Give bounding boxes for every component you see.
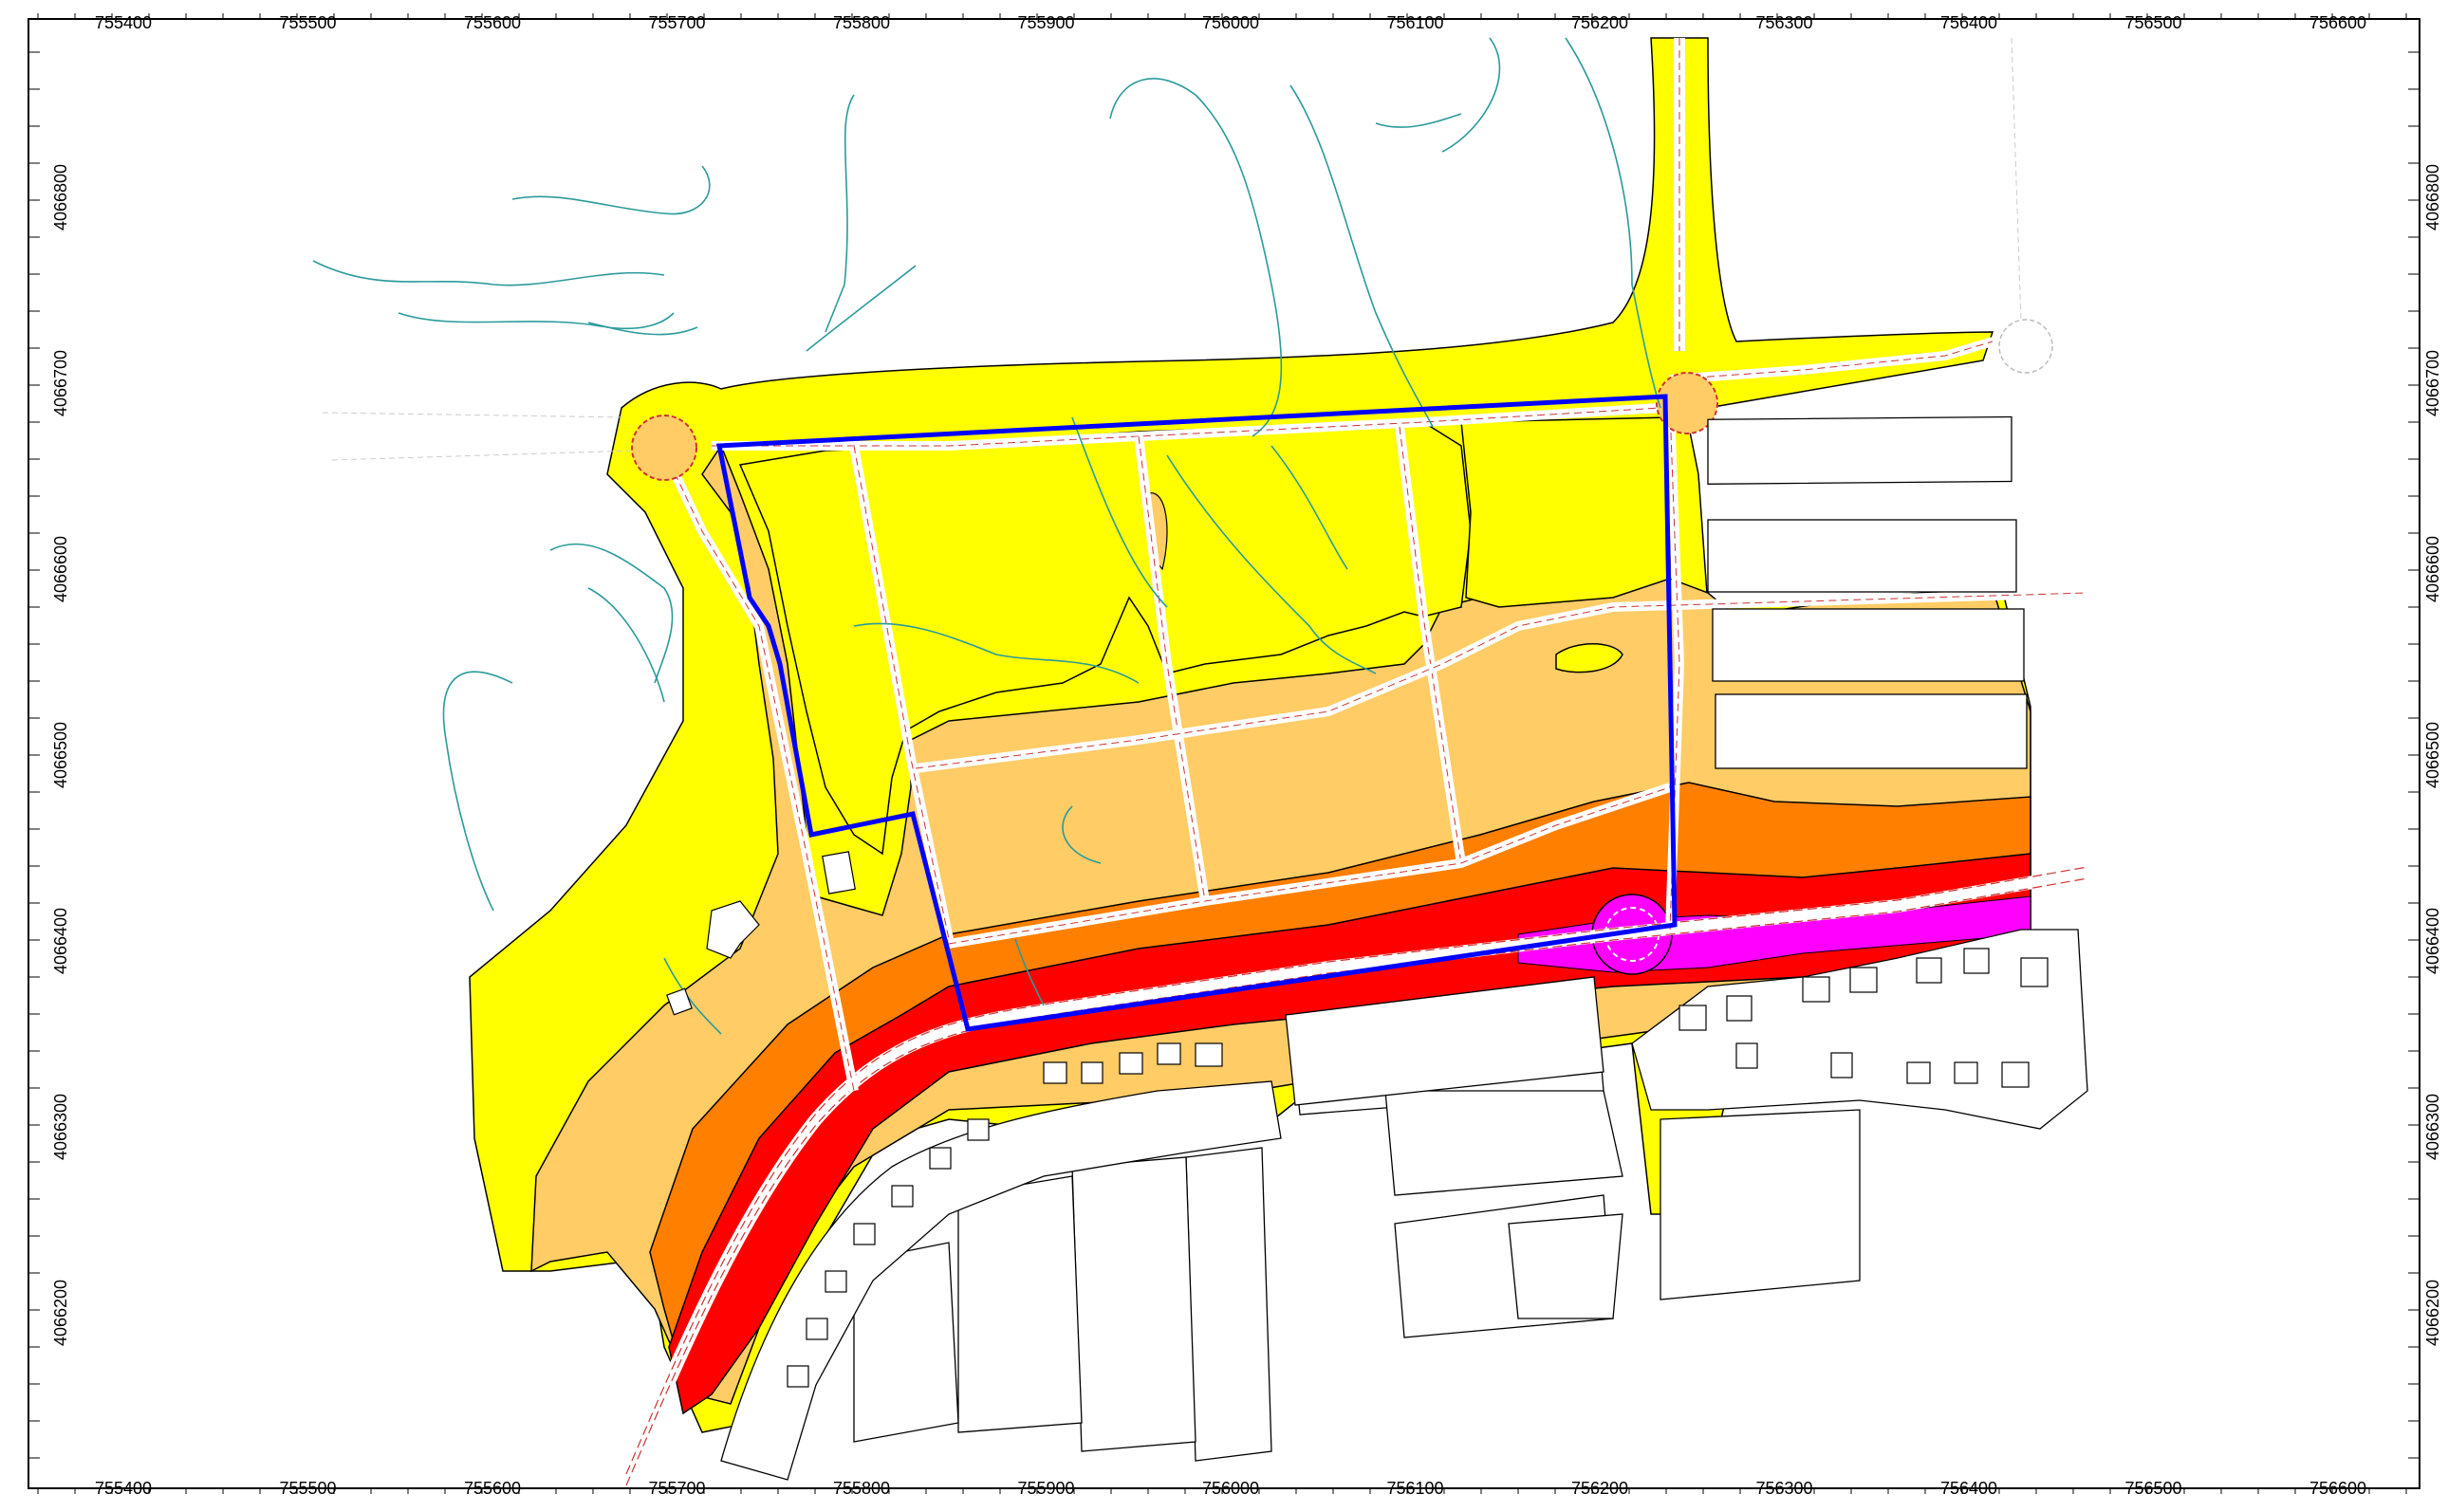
x-axis-top: 755400 755500 755600 755700 755800 755900 7560… bbox=[95, 13, 2366, 32]
x-tick-label: 755900 bbox=[1017, 13, 1074, 32]
y-tick-label: 4066400 bbox=[51, 908, 70, 974]
x-tick-label: 756200 bbox=[1571, 13, 1628, 32]
x-tick-label: 756100 bbox=[1386, 1479, 1443, 1498]
y-tick-label: 4066300 bbox=[51, 1094, 70, 1160]
x-tick-label: 756200 bbox=[1571, 1479, 1628, 1498]
x-axis-bottom: 755400 755500 755600 755700 755800 755900 7560… bbox=[95, 1479, 2366, 1498]
y-tick-label: 4066700 bbox=[51, 350, 70, 416]
x-tick-label: 756100 bbox=[1386, 13, 1443, 32]
internal-roads bbox=[322, 37, 2088, 1092]
x-tick-label: 756300 bbox=[1755, 1479, 1812, 1498]
x-tick-label: 755700 bbox=[648, 1479, 705, 1498]
x-tick-label: 756000 bbox=[1202, 1479, 1259, 1498]
main-road-edge-2 bbox=[625, 877, 2088, 1486]
y-tick-label: 4066600 bbox=[51, 536, 70, 602]
project-boundary bbox=[715, 394, 1678, 1032]
y-tick-label: 4066700 bbox=[2423, 350, 2442, 416]
y-tick-label: 4066600 bbox=[2423, 536, 2442, 602]
main-road-edge-1 bbox=[625, 866, 2088, 1475]
x-tick-label: 756400 bbox=[1940, 13, 1997, 32]
y-tick-label: 4066800 bbox=[51, 164, 70, 230]
roundabout-north bbox=[1656, 372, 1718, 434]
x-tick-label: 756000 bbox=[1202, 13, 1259, 32]
x-tick-label: 755600 bbox=[464, 1479, 521, 1498]
y-tick-label: 4066200 bbox=[2423, 1280, 2442, 1346]
y-tick-label: 4066300 bbox=[2423, 1094, 2442, 1160]
x-tick-label: 755500 bbox=[279, 1479, 336, 1498]
x-tick-label: 756300 bbox=[1755, 13, 1812, 32]
x-tick-label: 756500 bbox=[2124, 13, 2181, 32]
x-tick-label: 755600 bbox=[464, 13, 521, 32]
x-tick-label: 756500 bbox=[2124, 1479, 2181, 1498]
commercial-block bbox=[1285, 976, 1604, 1106]
main-road bbox=[620, 866, 2089, 1483]
y-tick-label: 4066400 bbox=[2423, 908, 2442, 974]
zone-yellow-islet bbox=[1555, 643, 1623, 673]
roundabout-west bbox=[631, 415, 697, 481]
zone-red bbox=[668, 853, 2031, 1415]
x-tick-label: 755800 bbox=[833, 1479, 890, 1498]
y-tick-label: 4066500 bbox=[51, 722, 70, 788]
x-tick-label: 755500 bbox=[279, 13, 336, 32]
x-tick-label: 755800 bbox=[833, 13, 890, 32]
x-tick-label: 756600 bbox=[2309, 13, 2366, 32]
contour-lines bbox=[312, 37, 1661, 1035]
y-tick-label: 4066200 bbox=[51, 1280, 70, 1346]
x-tick-label: 755400 bbox=[95, 13, 152, 32]
roundabout-east-ghost bbox=[1998, 319, 2053, 374]
x-tick-label: 756600 bbox=[2309, 1479, 2366, 1498]
x-tick-label: 755400 bbox=[95, 1479, 152, 1498]
x-tick-label: 756400 bbox=[1940, 1479, 1997, 1498]
zone-yellow-right bbox=[1460, 416, 1671, 608]
x-tick-label: 755700 bbox=[648, 13, 705, 32]
x-tick-label: 755900 bbox=[1017, 1479, 1074, 1498]
y-tick-label: 4066500 bbox=[2423, 722, 2442, 788]
y-axis-left: 4066800 4066700 4066600 4066500 4066400 40663… bbox=[51, 164, 70, 1346]
small-houses bbox=[666, 851, 2049, 1388]
building-blocks-east bbox=[1707, 415, 2028, 769]
y-axis-right: 4066800 4066700 4066600 4066500 4066400 40663… bbox=[2423, 164, 2442, 1346]
y-tick-label: 4066800 bbox=[2423, 164, 2442, 230]
